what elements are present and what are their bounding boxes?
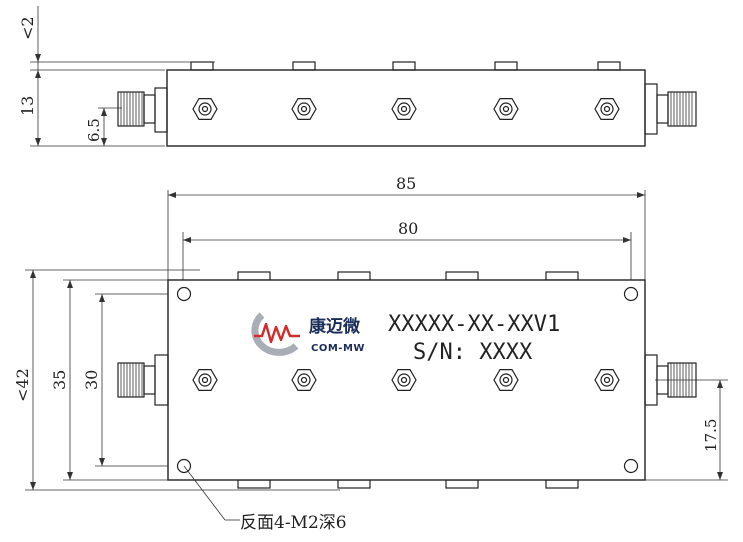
dim-width-max: <42 <box>13 368 32 402</box>
model-number: XXXXX-XX-XXV1 <box>388 312 560 337</box>
dim-connector-height: 6.5 <box>85 118 103 142</box>
top-left-connector <box>117 354 169 406</box>
mounting-holes <box>176 286 639 474</box>
side-left-connector <box>117 87 168 133</box>
dim-width-body: 35 <box>50 370 69 390</box>
side-top-nuts <box>190 61 621 71</box>
logo-cn-text: 康迈微 <box>309 316 361 337</box>
side-screws <box>192 98 620 120</box>
top-view: 85 80 <42 35 30 17.5 <box>13 174 728 533</box>
hole-note-leader <box>183 465 240 521</box>
dim-length-holes: 80 <box>398 219 418 238</box>
top-edge-nuts <box>237 271 579 281</box>
dim-connector-offset: 17.5 <box>702 419 720 452</box>
dim-height: 13 <box>18 96 37 116</box>
side-right-connector <box>644 83 697 135</box>
logo-wave-icon <box>254 322 300 344</box>
logo-en-text: COM-MW <box>311 343 365 354</box>
top-screws <box>192 369 620 391</box>
dim-length-outer: 85 <box>396 174 416 193</box>
dim-top-gap: <2 <box>18 16 37 40</box>
serial-number: S/N: XXXX <box>413 340 533 365</box>
side-view: <2 13 6.5 <box>18 6 697 147</box>
bottom-edge-nuts <box>237 479 579 489</box>
top-right-connector <box>644 354 697 406</box>
dim-width-holes: 30 <box>82 370 101 390</box>
company-logo: 康迈微 COM-MW <box>251 312 365 356</box>
hole-note: 反面4-M2深6 <box>240 513 347 533</box>
